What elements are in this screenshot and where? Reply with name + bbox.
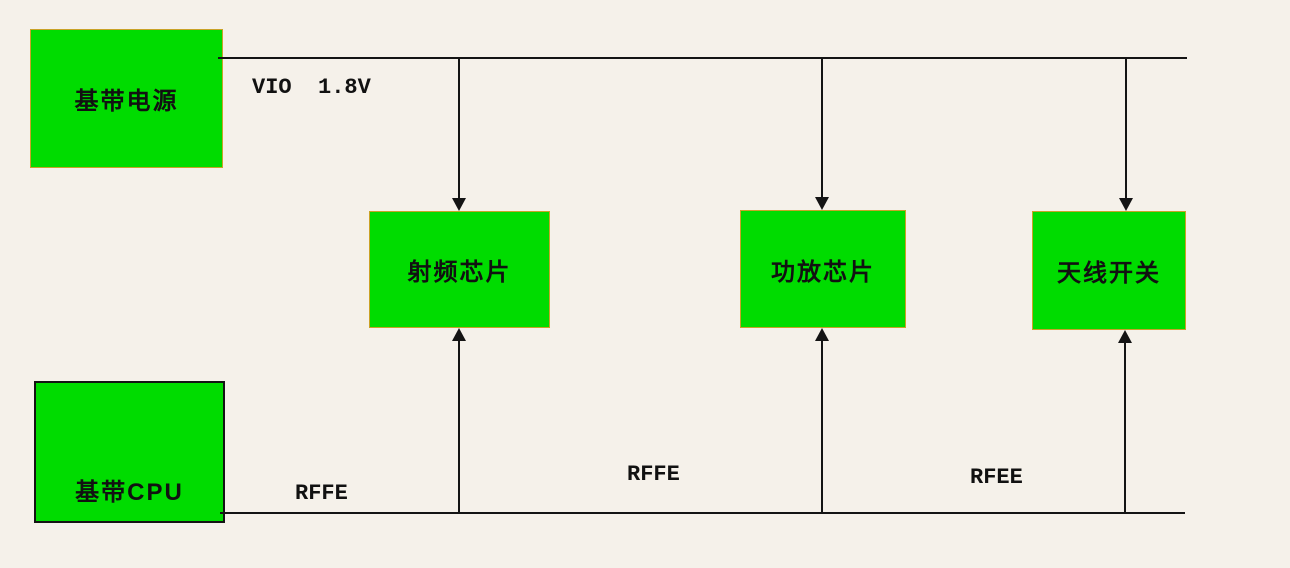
node-baseband-cpu-label: 基带CPU xyxy=(75,479,184,506)
down-arrow-icon xyxy=(452,198,466,211)
vio-connector-rf-chip xyxy=(458,57,460,199)
rffe-label-1: RFFE xyxy=(295,481,348,506)
down-arrow-icon xyxy=(1119,198,1133,211)
node-baseband-power-label: 基带电源 xyxy=(74,88,179,115)
rffe-bus-line xyxy=(220,512,1185,514)
node-pa-chip: 功放芯片 xyxy=(740,210,906,328)
vio-connector-antenna-switch xyxy=(1125,57,1127,199)
rffe-connector-pa-chip xyxy=(821,341,823,514)
rfee-label: RFEE xyxy=(970,465,1023,490)
vio-voltage-label: VIO 1.8V xyxy=(252,75,371,100)
up-arrow-icon xyxy=(452,328,466,341)
rffe-connector-antenna-switch xyxy=(1124,343,1126,514)
rffe-connector-rf-chip xyxy=(458,341,460,514)
node-baseband-cpu: 基带CPU xyxy=(34,381,225,523)
node-rf-chip-label: 射频芯片 xyxy=(407,259,512,286)
rffe-label-2: RFFE xyxy=(627,462,680,487)
vio-bus-line xyxy=(218,57,1187,59)
node-pa-chip-label: 功放芯片 xyxy=(771,258,875,286)
vio-connector-pa-chip xyxy=(821,57,823,198)
up-arrow-icon xyxy=(815,328,829,341)
node-baseband-power: 基带电源 xyxy=(30,29,223,168)
down-arrow-icon xyxy=(815,197,829,210)
node-antenna-switch: 天线开关 xyxy=(1032,211,1186,330)
node-antenna-switch-label: 天线开关 xyxy=(1057,260,1161,287)
node-rf-chip: 射频芯片 xyxy=(369,211,550,328)
up-arrow-icon xyxy=(1118,330,1132,343)
